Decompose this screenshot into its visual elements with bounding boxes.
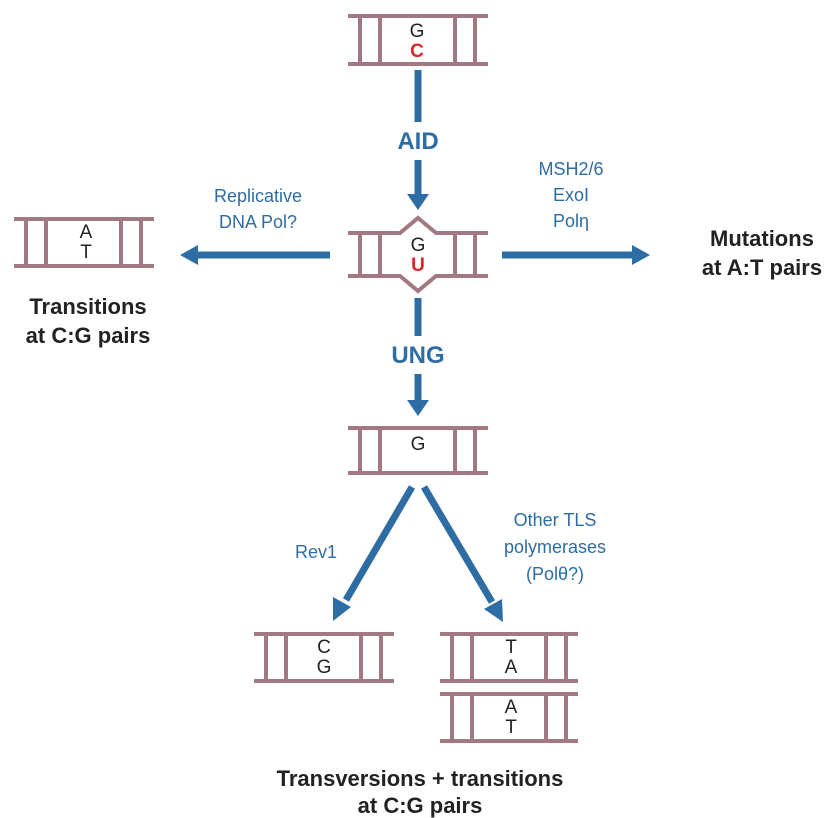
right-outcome-label: at A:T pairs	[702, 255, 822, 280]
dna-center-gu: G U	[348, 215, 488, 294]
base-label: C	[317, 637, 331, 658]
right-outcome-label: Mutations	[710, 226, 814, 251]
tls-label: polymerases	[504, 537, 606, 557]
replicative-label: DNA Pol?	[219, 212, 297, 232]
tls-arrow	[420, 485, 503, 622]
base-label: T	[505, 717, 517, 738]
base-label: T	[80, 242, 92, 263]
uracil-label: U	[411, 255, 425, 276]
dna-tls-at: A T	[440, 692, 578, 743]
base-label: A	[80, 222, 93, 243]
rev1-label: Rev1	[295, 542, 337, 562]
dna-top-gc: G C	[348, 14, 488, 66]
dna-abasic: G	[348, 426, 488, 475]
bottom-outcome-label: Transversions + transitions	[277, 766, 564, 791]
base-label: A	[505, 697, 518, 718]
base-label: G	[411, 235, 426, 256]
bottom-outcome-label: at C:G pairs	[358, 793, 483, 818]
base-label: G	[317, 657, 332, 678]
tls-label: Other TLS	[514, 510, 597, 530]
rev1-arrow	[333, 485, 416, 621]
aid-label: AID	[397, 128, 438, 155]
base-label: G	[411, 434, 426, 455]
replicative-arrow	[180, 245, 330, 265]
ung-arrow	[407, 298, 429, 416]
cytosine-label: C	[410, 41, 424, 62]
mmr-label: ExoI	[553, 185, 589, 205]
mmr-arrow	[502, 245, 650, 265]
base-label: G	[410, 21, 425, 42]
dna-rev1-cg: C G	[254, 632, 394, 683]
replicative-label: Replicative	[214, 186, 302, 206]
mmr-label: MSH2/6	[538, 159, 603, 179]
base-label: T	[505, 637, 517, 658]
mmr-label: Polη	[553, 211, 589, 231]
base-label: A	[505, 657, 518, 678]
dna-tls-ta: T A	[440, 632, 578, 683]
dna-left-at: A T	[14, 217, 154, 268]
ung-label: UNG	[391, 342, 444, 369]
tls-label: (Polθ?)	[526, 564, 584, 584]
left-outcome-label: at C:G pairs	[26, 323, 151, 348]
aid-arrow	[407, 70, 429, 210]
left-outcome-label: Transitions	[29, 294, 146, 319]
